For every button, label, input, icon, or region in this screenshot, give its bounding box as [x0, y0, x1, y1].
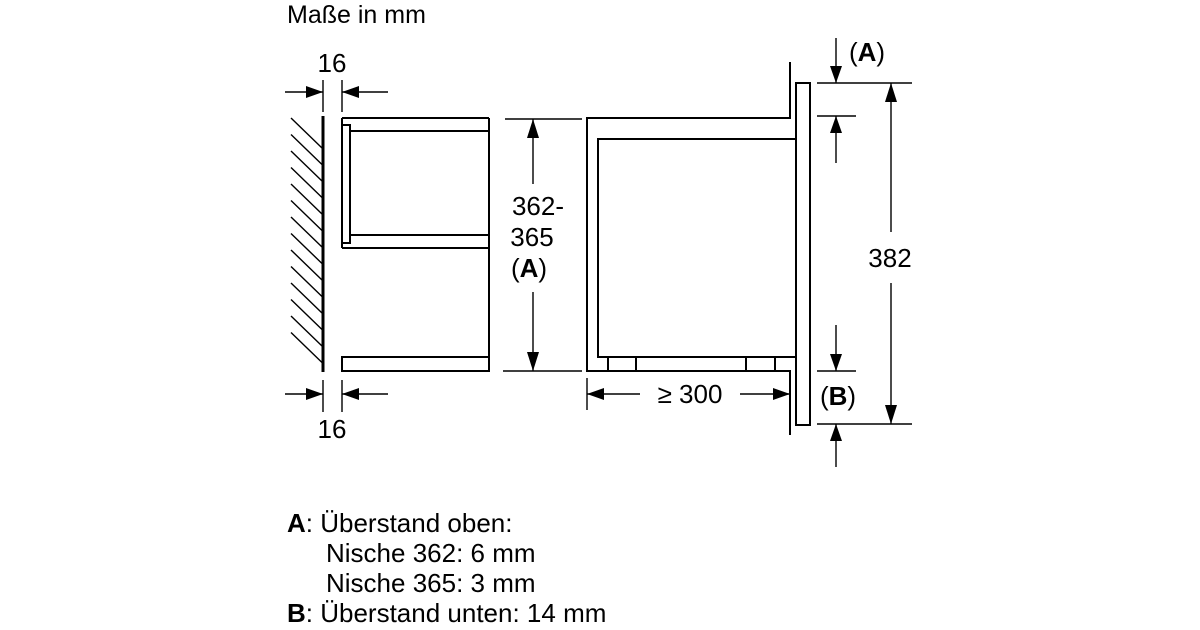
- panel-height-dimension: 382: [868, 83, 912, 424]
- legend-a-line3: Nische 365: 3 mm: [326, 568, 536, 598]
- hatch-line: [290, 166, 323, 199]
- hatch-line: [290, 117, 323, 149]
- hatch-line: [290, 265, 323, 298]
- niche-height-ref: (A): [511, 253, 547, 283]
- gap-label-bottom: 16: [318, 414, 347, 444]
- appliance-foot: [745, 356, 776, 372]
- bottom-overhang-ref: (B): [820, 381, 856, 411]
- appliance-body: [597, 138, 796, 372]
- niche-side-section: [586, 62, 791, 435]
- hatch-line: [290, 249, 323, 281]
- diagram-title: Maße in mm: [287, 1, 426, 29]
- cabinet-side-view: [341, 117, 490, 372]
- legend-a: A: Überstand oben:: [287, 508, 512, 538]
- niche-height-label-2: 365: [510, 222, 553, 252]
- hatch-line: [290, 232, 323, 265]
- front-panel: [795, 82, 811, 426]
- hatch-line: [290, 199, 323, 232]
- panel-height-label: 382: [868, 243, 911, 273]
- appliance-foot: [607, 356, 637, 372]
- depth-dimension: ≥ 300: [586, 378, 790, 410]
- hatch-line: [290, 133, 323, 166]
- legend-a-line2: Nische 362: 6 mm: [326, 538, 536, 568]
- hatch-line: [290, 150, 323, 182]
- legend-b: B: Überstand unten: 14 mm: [287, 598, 606, 628]
- overhang-dimensions: (A) (B): [817, 37, 912, 467]
- top-overhang-ref: (A): [849, 37, 885, 67]
- depth-label: ≥ 300: [658, 379, 723, 409]
- hatch-line: [290, 315, 323, 347]
- hatch-line: [290, 183, 323, 215]
- hatch-line: [290, 298, 323, 331]
- wall-hatching: [290, 117, 323, 364]
- hatch-line: [290, 282, 323, 314]
- hatch-line: [290, 216, 323, 248]
- niche-height-dimension: 362- 365 (A): [503, 118, 582, 372]
- gap-label-top: 16: [318, 48, 347, 78]
- hatch-line: [290, 331, 323, 364]
- niche-height-label-1: 362-: [512, 191, 564, 221]
- gap-dimension-bottom: 16: [285, 380, 388, 444]
- legend: A: Überstand oben: Nische 362: 6 mm Nisc…: [287, 508, 606, 628]
- gap-dimension-top: 16: [285, 48, 388, 112]
